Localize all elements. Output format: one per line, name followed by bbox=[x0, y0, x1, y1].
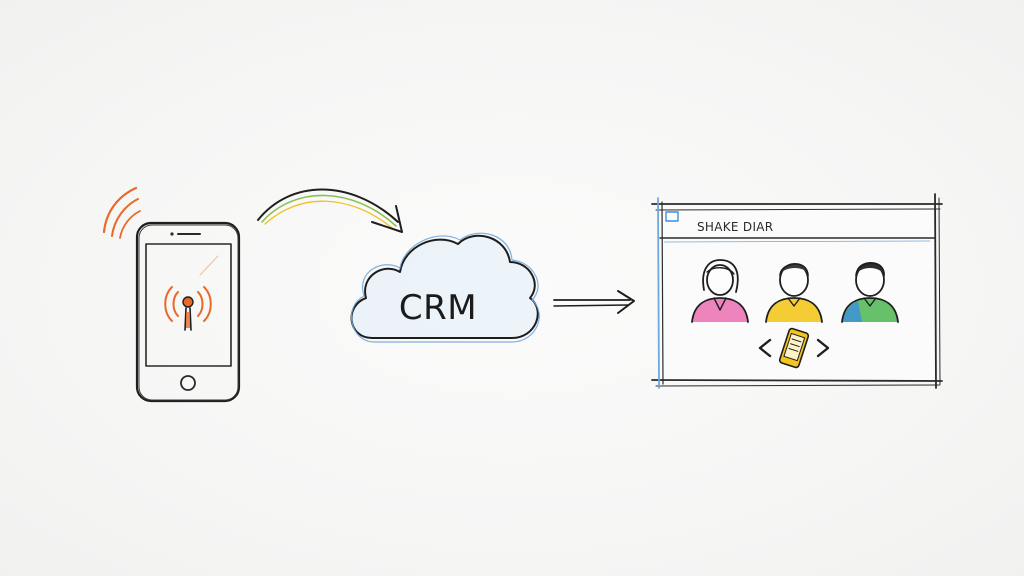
window-title: SHAKE DIAR bbox=[697, 220, 773, 234]
wireless-signal-icon bbox=[102, 186, 141, 239]
nfc-tag-icon bbox=[164, 286, 212, 331]
cloud-icon: CRM bbox=[350, 232, 540, 343]
user-avatar-icon bbox=[841, 262, 899, 323]
cloud-label: CRM bbox=[399, 288, 477, 328]
smartphone-icon bbox=[102, 186, 241, 403]
sync-arrow-straight bbox=[553, 290, 635, 314]
user-avatar-icon bbox=[765, 263, 823, 323]
user-avatar-icon bbox=[691, 259, 749, 323]
phone-carousel-icon bbox=[758, 327, 830, 369]
sync-arrow-curved bbox=[257, 188, 403, 233]
